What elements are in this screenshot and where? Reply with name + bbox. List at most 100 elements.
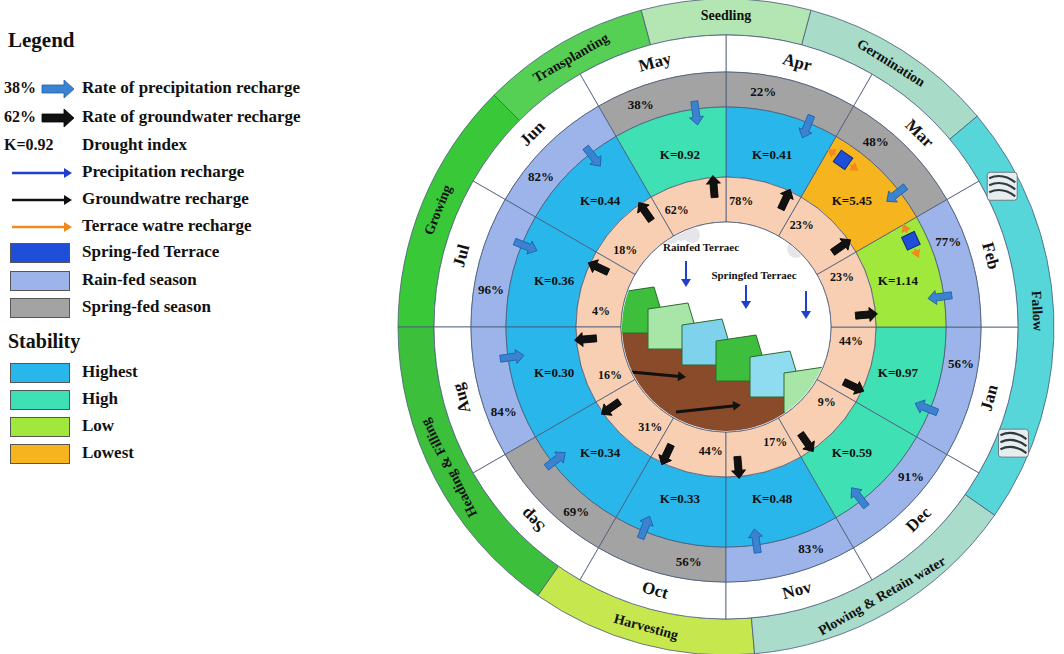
cloud-puff: [809, 241, 825, 257]
legend-terrace-line-head: [64, 222, 72, 232]
legend-precipitation-line: [12, 168, 72, 178]
legend-row: Low: [0, 416, 390, 438]
legend-text: High: [82, 389, 118, 409]
legend-text: Rate of precipitation recharge: [82, 78, 300, 98]
legend-text: Groundwatre recharge: [82, 189, 249, 209]
precipitation-arrow: [542, 447, 570, 473]
fallow-icon: [987, 172, 1017, 200]
legend-row: High: [0, 389, 390, 411]
terrace-water-arrow: [910, 247, 923, 260]
precipitation-rate-cell-text: 48%: [863, 135, 889, 149]
legend-sample: [0, 189, 80, 211]
precipitation-rate-cell-text: 77%: [935, 235, 961, 249]
legend-swatch: [10, 417, 70, 437]
legend-terrace-line-shaft: [12, 226, 66, 229]
growth-stage-segment-text: Fallow: [1028, 290, 1045, 331]
legend-row: Rate of groundwater recharge: [0, 107, 390, 129]
precipitation-arrow: [913, 397, 940, 419]
fallow-icon-stroke: [989, 183, 1015, 189]
groundwater-rate-cell-text: 4%: [592, 305, 610, 318]
legend-groundwater-line: [12, 195, 72, 205]
fallow-icon-stroke: [1000, 440, 1026, 446]
cloud: [787, 235, 825, 258]
groundwater-flow-arrow-shaft: [676, 406, 735, 412]
groundwater-arrow: [633, 198, 657, 224]
precipitation-arrow: [796, 113, 818, 140]
spring-fed-terrace-square: [833, 150, 852, 169]
legend-text: Precipitation recharge: [82, 162, 244, 182]
legend-text: Rain-fed season: [82, 270, 197, 290]
precipitation-arrow: [927, 288, 953, 305]
fallow-icon-stroke: [1000, 447, 1026, 453]
legend-groundwater-line-head: [64, 195, 72, 205]
groundwater-rate-cell-text: 18%: [613, 245, 637, 258]
precipitation-rate-cell-text: 56%: [948, 357, 974, 371]
precipitation-rate-cell-text: 82%: [528, 170, 554, 184]
terrace-step: [784, 367, 830, 413]
terrace-water-arrow-head: [911, 249, 923, 260]
legend-swatch: [10, 390, 70, 410]
precipitation-rate-cell-text: 83%: [798, 542, 824, 556]
legend-groundwater-arrow: [42, 109, 74, 127]
legend-row: Drought index: [0, 135, 390, 157]
precipitation-arrow: [634, 514, 656, 541]
legend-text: Spring-fed season: [82, 297, 211, 317]
cloud-puff: [796, 235, 816, 255]
drought-index-sector-text: K=0.34: [580, 446, 620, 460]
precipitation-rate-cell-text: 96%: [478, 283, 504, 297]
groundwater-arrow: [795, 429, 819, 455]
rain-arrow-shaft: [745, 285, 747, 303]
terrace-illustration: [606, 221, 830, 447]
groundwater-rate-cell-text: 78%: [729, 195, 753, 208]
fallow-icon: [998, 429, 1028, 457]
legend-text: Drought index: [82, 135, 187, 155]
illustration-label: Rainfed Terraec: [663, 241, 739, 254]
precipitation-rate-cell-text: 56%: [676, 555, 702, 569]
legend-row: Spring-fed season: [0, 297, 390, 319]
groundwater-arrow: [775, 186, 797, 212]
legend-terrace-line: [12, 222, 72, 232]
legend-row: Precipitation recharge: [0, 162, 390, 184]
groundwater-arrow: [730, 456, 746, 479]
drought-index-sector-text: K=0.44: [580, 194, 620, 208]
legend-row: Rate of precipitation recharge: [0, 78, 390, 100]
terrace-water-arrow: [898, 221, 911, 234]
legend-subheading: Stability: [8, 330, 80, 353]
drought-index-sector-text: K=0.41: [752, 148, 792, 162]
cloud: [662, 221, 700, 244]
terrace-water-arrow-head: [849, 162, 861, 175]
precipitation-arrow: [846, 483, 872, 511]
fallow-icon-stroke: [1000, 433, 1026, 439]
groundwater-rate-cell-text: 17%: [763, 436, 787, 449]
drought-index-sector-text: K=0.30: [534, 366, 574, 380]
rain-arrow-shaft: [805, 291, 807, 313]
drought-index-sector-text: K=5.45: [832, 194, 872, 208]
drought-index-sector-text: K=0.97: [878, 366, 918, 380]
groundwater-rate-cell-text: 31%: [638, 421, 662, 434]
precipitation-rate-cell-text: 22%: [750, 85, 776, 99]
legend-text: Lowest: [82, 443, 134, 463]
drought-index-sector-text: K=0.48: [752, 492, 792, 506]
legend-text: Spring-fed Terrace: [82, 242, 219, 262]
spring-fed-terrace-square: [902, 231, 921, 250]
groundwater-rate-cell-text: 44%: [699, 445, 723, 458]
groundwater-rate-cell-text: 62%: [665, 204, 689, 217]
terrace-water-arrow-head: [898, 221, 910, 232]
growth-stage-segment-text: Seedling: [701, 8, 752, 23]
legend-swatch: [10, 271, 70, 291]
legend-sample: [0, 216, 80, 238]
rain-arrow-head: [801, 311, 811, 319]
terrace-water-arrow-head: [825, 145, 837, 158]
fallow-icon-stroke: [989, 190, 1015, 196]
illustration-label: Springfed Terraec: [711, 269, 796, 282]
cloud-puff: [684, 227, 700, 243]
legend-sample: [0, 162, 80, 184]
precipitation-arrow: [882, 181, 910, 207]
precipitation-rate-cell-text: 84%: [491, 405, 517, 419]
drought-index-sector-text: K=1.14: [878, 274, 918, 288]
legend-row: Groundwatre recharge: [0, 189, 390, 211]
cloud-puff: [787, 240, 805, 258]
legend-precipitation-line-shaft: [12, 172, 66, 175]
legend-swatch: [10, 363, 70, 383]
